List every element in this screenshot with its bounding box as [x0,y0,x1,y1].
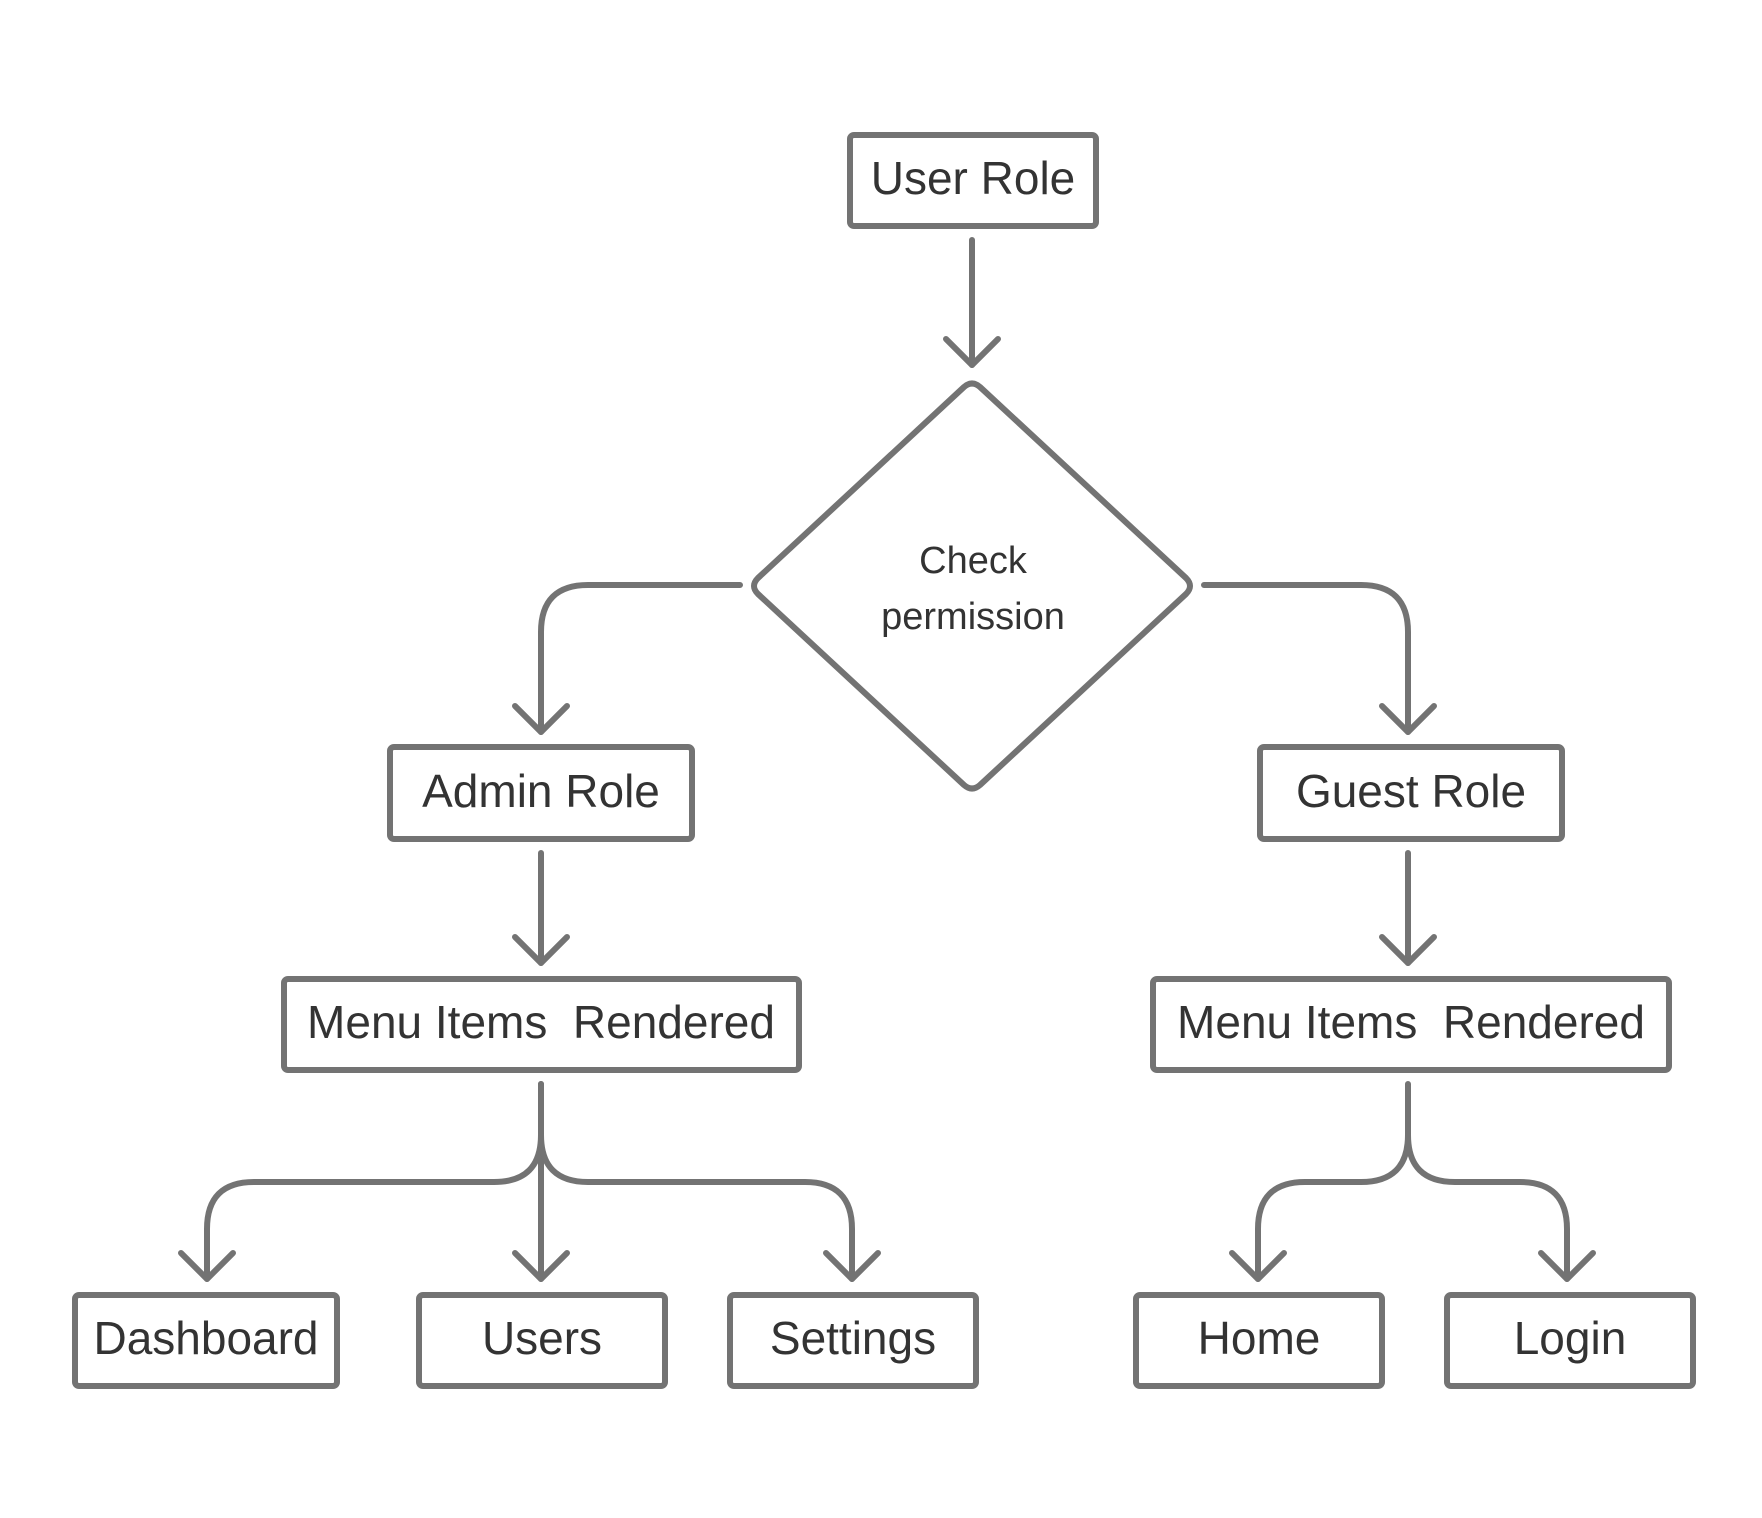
edge-guest-menu-to-login [1405,1132,1570,1282]
node-admin-menu-items-rendered: Menu Items Rendered [281,976,802,1073]
node-guest-menu-items-rendered: Menu Items Rendered [1150,976,1672,1073]
arrowhead-admin-menu [512,934,570,966]
edge-admin-menu-to-dashboard [204,1081,544,1282]
arrowhead-admin-role [512,703,570,735]
node-guest-menu-label: Menu Items Rendered [1177,996,1645,1048]
edge-check-to-admin-role [538,582,743,735]
arrowhead-home [1229,1250,1287,1282]
decision-diamond [751,380,1193,792]
node-users-label: Users [482,1312,602,1364]
arrowhead-users [512,1250,570,1282]
node-login: Login [1444,1292,1696,1389]
node-guest-role: Guest Role [1257,744,1565,842]
node-admin-role: Admin Role [387,744,695,842]
node-users: Users [416,1292,668,1389]
edge-admin-menu-to-settings [538,1132,855,1282]
node-dashboard-label: Dashboard [93,1312,318,1364]
arrowhead-guest-role [1379,703,1437,735]
arrowhead-dashboard [178,1250,236,1282]
arrowhead-check [943,336,1001,368]
node-login-label: Login [1514,1312,1627,1364]
arrowhead-login [1538,1250,1596,1282]
node-admin-menu-label: Menu Items Rendered [307,996,775,1048]
node-settings: Settings [727,1292,979,1389]
edges [178,237,1596,1282]
node-admin-role-label: Admin Role [422,765,660,817]
node-dashboard: Dashboard [72,1292,340,1389]
node-home-label: Home [1198,1312,1321,1364]
edge-guest-menu-to-home [1255,1081,1411,1282]
node-user-role-label: User Role [871,152,1076,204]
edge-check-to-guest-role [1201,582,1411,735]
node-home: Home [1133,1292,1385,1389]
node-settings-label: Settings [770,1312,936,1364]
arrowhead-guest-menu [1379,934,1437,966]
node-user-role: User Role [847,132,1099,229]
node-guest-role-label: Guest Role [1296,765,1526,817]
node-check-permission-label-line2: permission [881,596,1065,638]
arrowhead-settings [823,1250,881,1282]
node-check-permission: Check permission [751,380,1193,792]
node-check-permission-label-line1: Check [919,540,1028,582]
nodes: User Role Check permission Admin Role Gu… [72,132,1696,1389]
